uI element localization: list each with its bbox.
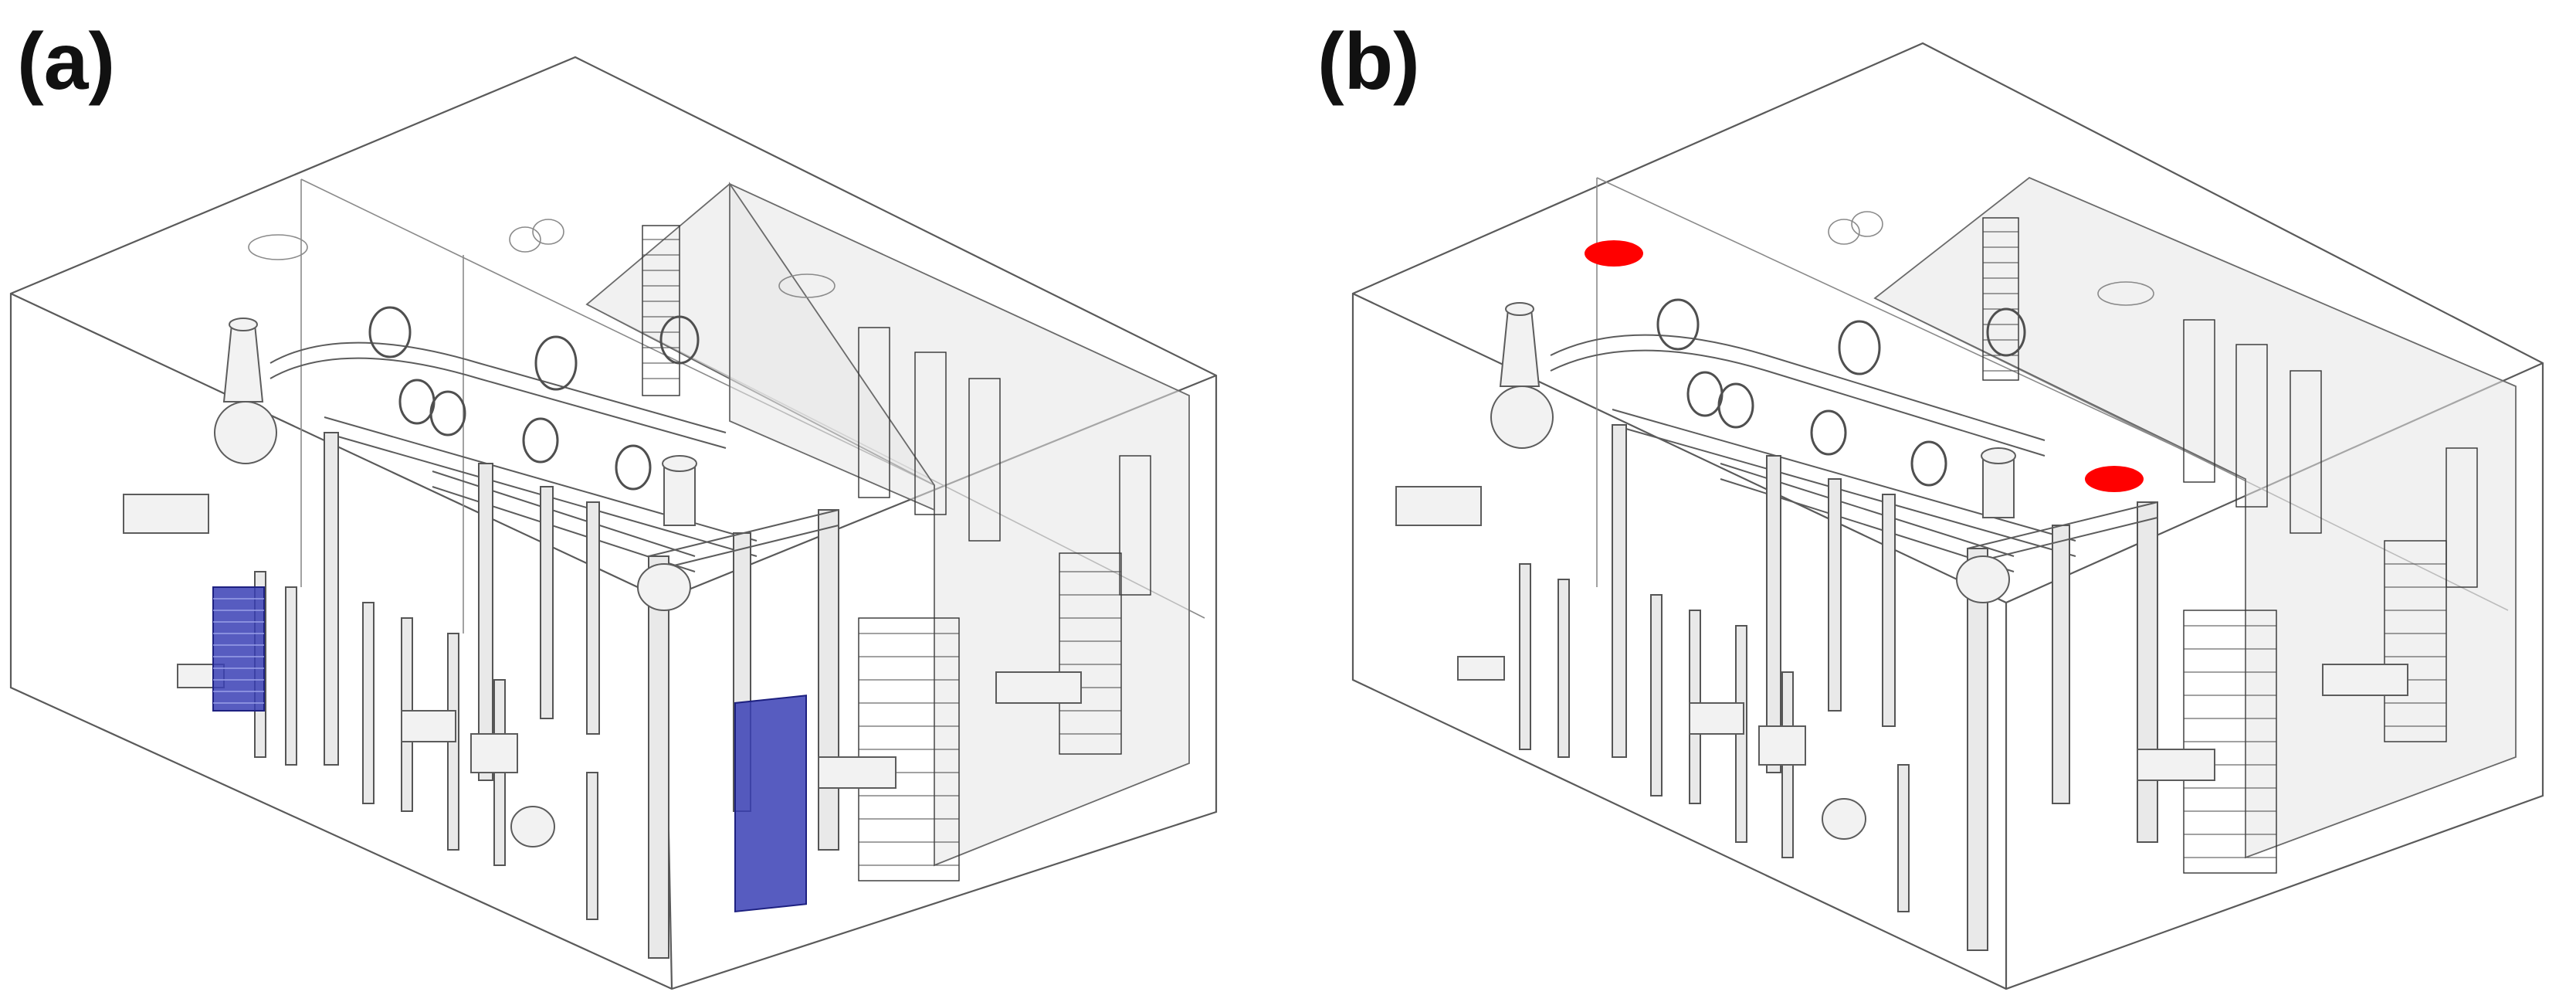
panel-b-label: (b) [1317, 17, 1420, 107]
panel-a: (a) [9, 17, 1218, 990]
inlet-vent-right [734, 695, 807, 913]
panel-a-label: (a) [17, 17, 116, 107]
inlet-vent-group [212, 586, 807, 913]
panel-a-scene [9, 56, 1218, 990]
panel-b: (b) [1288, 0, 2576, 1002]
equipment-assembly [1395, 298, 2408, 951]
inlet-vent-left [212, 586, 265, 712]
ceiling-openings [1828, 211, 2154, 306]
ceiling-outlet-group [1585, 240, 2144, 492]
wall-grilles [1982, 217, 2478, 874]
ceiling-outlet-right [2085, 466, 2144, 492]
ceiling-openings [248, 219, 836, 298]
equipment-assembly [123, 306, 1082, 959]
panel-b-scene [1351, 42, 2544, 990]
ceiling-outlet-left [1585, 240, 1643, 267]
room-enclosure [1351, 42, 2544, 990]
